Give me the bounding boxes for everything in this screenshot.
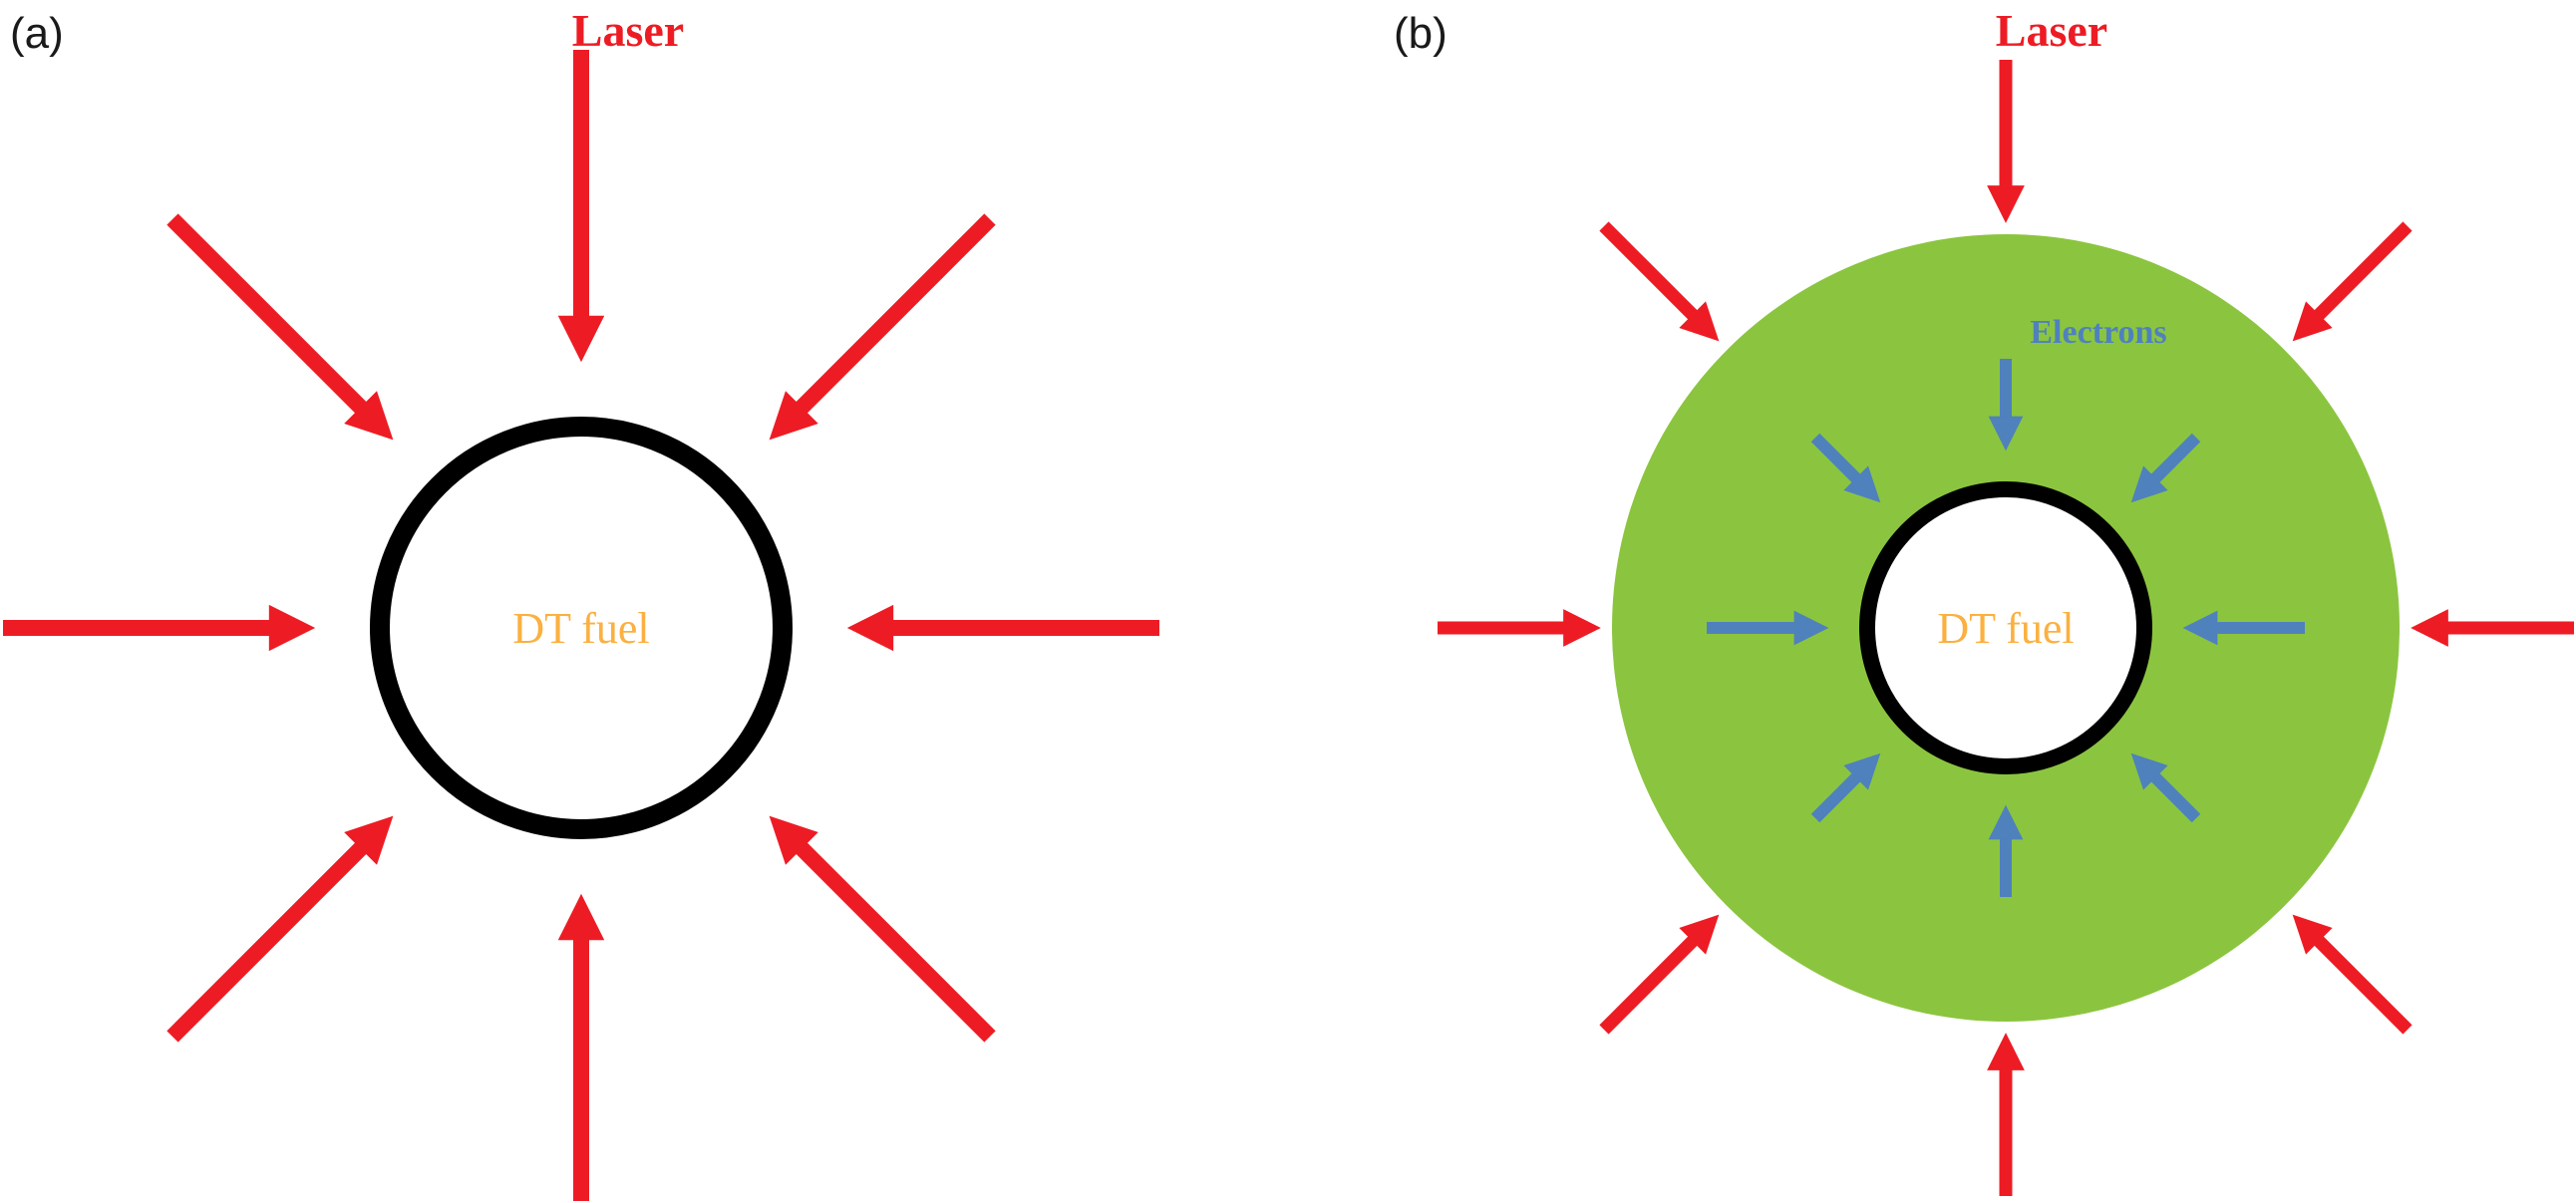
panel-b-fuel-label: DT fuel xyxy=(1937,604,2074,653)
panel-a-laser-arrows xyxy=(3,50,1159,1201)
laser-arrow-se xyxy=(769,815,996,1043)
panel-b-electrons-label: Electrons xyxy=(2030,314,2166,351)
panel-a-fuel-label: DT fuel xyxy=(512,604,649,653)
electron-arrow-nw xyxy=(1810,433,1881,503)
laser-arrow-ne xyxy=(2292,221,2413,342)
laser-arrow-nw xyxy=(1599,221,1720,342)
panel-a-label: (a) xyxy=(10,9,64,58)
panel-b: (b) Laser Electrons xyxy=(1394,5,2574,1196)
electron-arrow-se xyxy=(2130,752,2201,823)
panel-a-laser-label: Laser xyxy=(572,5,684,56)
panel-b-electron-arrows xyxy=(1707,359,2305,897)
fuel-capsule-shell xyxy=(370,417,793,839)
electron-arrow-sw xyxy=(1810,752,1881,823)
laser-arrow-ne xyxy=(769,213,996,441)
laser-arrow-sw xyxy=(1599,914,1720,1035)
fuel-capsule-shell xyxy=(1859,481,2152,774)
panel-a: (a) Laser DT fuel xyxy=(3,5,1159,1201)
panel-b-label: (b) xyxy=(1394,9,1448,58)
laser-arrow-se xyxy=(2292,914,2413,1035)
panel-b-laser-arrows xyxy=(1438,60,2574,1196)
panel-b-laser-label: Laser xyxy=(1996,5,2107,56)
laser-arrow-sw xyxy=(166,815,394,1043)
electron-arrow-ne xyxy=(2130,433,2201,503)
laser-arrow-nw xyxy=(166,213,394,441)
